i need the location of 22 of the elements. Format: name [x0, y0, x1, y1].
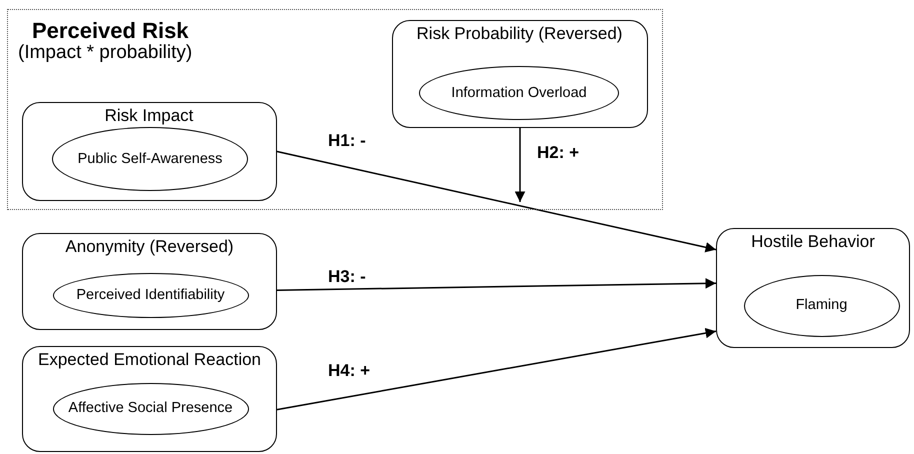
construct-label: Risk Probability (Reversed) — [416, 24, 624, 42]
construct-label: Anonymity (Reversed) — [64, 238, 235, 256]
group-frame — [7, 9, 663, 210]
construct-box — [716, 228, 910, 348]
measure-label: Public Self-Awareness — [78, 150, 222, 168]
construct-box — [392, 20, 648, 128]
arrow — [276, 150, 716, 252]
measure-label: Flaming — [796, 296, 848, 315]
arrow — [514, 128, 526, 202]
group-subtitle: (Impact * probability) — [18, 42, 192, 64]
arrow — [276, 328, 716, 410]
measure-label: Perceived Identifiability — [76, 286, 225, 304]
construct-label: Hostile Behavior — [750, 233, 876, 251]
arrow — [276, 278, 716, 291]
construct-box — [22, 346, 277, 452]
construct-box — [22, 233, 277, 330]
group-title: Perceived Risk — [32, 18, 189, 44]
construct-box — [22, 102, 276, 200]
measure-label: Information Overload — [451, 84, 587, 102]
construct-label: Risk Impact — [104, 106, 194, 124]
construct-label: Expected Emotional Reaction — [36, 351, 262, 369]
measure-label: Affective Social Presence — [68, 399, 233, 418]
